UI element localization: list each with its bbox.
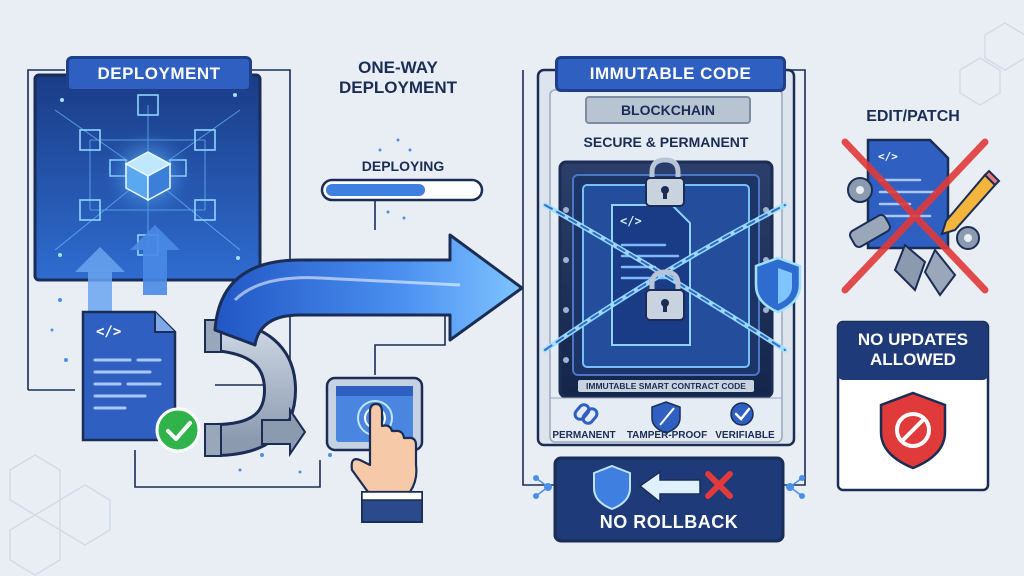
feature-permanent: PERMANENT	[552, 430, 616, 441]
immutable-code-title: IMMUTABLE CODE	[555, 56, 786, 92]
gear-left-icon	[847, 177, 873, 203]
no-rollback-label: NO ROLLBACK	[599, 512, 739, 532]
edit-patch-label: EDIT/PATCH	[866, 108, 960, 125]
forbidden-cross-icon	[841, 138, 989, 294]
particle-dots	[50, 138, 412, 474]
padlock-top-icon	[645, 157, 685, 207]
link-icon	[573, 403, 599, 425]
one-way-deployment-label: ONE-WAY DEPLOYMENT	[318, 58, 478, 98]
tamper-shield-icon	[651, 401, 681, 434]
pencil-icon	[940, 169, 1001, 236]
central-cube-icon	[124, 151, 172, 202]
one-way-arrow	[213, 233, 524, 347]
vault-shield-icon	[754, 256, 802, 314]
bandage-icon	[849, 214, 891, 248]
x-mark-icon	[705, 471, 733, 499]
no-updates-line2: ALLOWED	[870, 350, 956, 369]
rollback-shield-icon	[593, 464, 631, 511]
code-glyph-vault: </>	[620, 214, 642, 228]
back-arrow-icon	[638, 470, 701, 504]
deployment-title: DEPLOYMENT	[66, 56, 252, 92]
code-document-icon	[81, 310, 177, 442]
code-glyph-broken: </>	[878, 150, 898, 163]
gear-right-icon	[956, 226, 980, 250]
hand-pointer-icon	[350, 402, 423, 523]
success-check-icon	[155, 407, 201, 453]
verified-badge-icon	[730, 402, 754, 426]
deploying-label: DEPLOYING	[361, 158, 445, 174]
secure-permanent-label: SECURE & PERMANENT	[583, 134, 749, 150]
padlock-center-icon	[645, 269, 685, 321]
code-glyph-doc: </>	[96, 324, 122, 340]
no-updates-line1: NO UPDATES	[857, 330, 969, 349]
one-way-line2: DEPLOYMENT	[338, 78, 458, 97]
one-way-line1: ONE-WAY	[358, 58, 438, 77]
feature-verifiable: VERIFIABLE	[715, 430, 775, 441]
progress-fill	[326, 184, 425, 196]
vault-caption: IMMUTABLE SMART CONTRACT CODE	[578, 380, 754, 392]
hexagon-pattern-decoration	[9, 22, 1024, 576]
no-updates-label: NO UPDATES ALLOWED	[838, 330, 988, 370]
upload-arrows	[75, 225, 180, 315]
blockchain-badge: BLOCKCHAIN	[585, 96, 751, 124]
blocked-shield-icon	[879, 391, 947, 470]
feature-tamper-proof: TAMPER-PROOF	[626, 430, 708, 441]
